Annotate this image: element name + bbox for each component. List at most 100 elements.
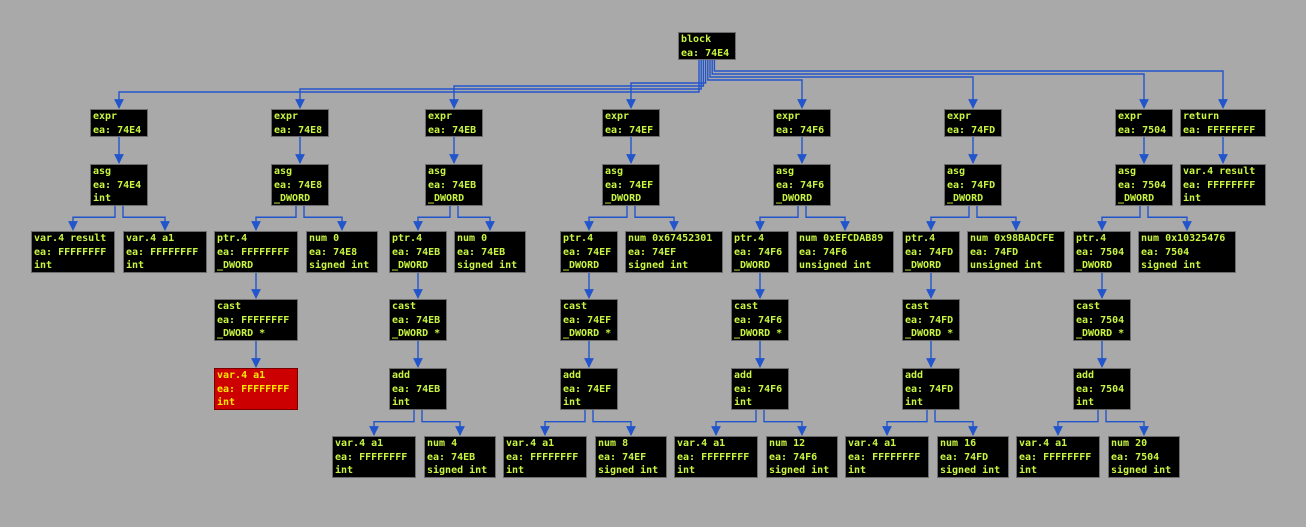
edge-asg2-to-num2 [303, 206, 347, 231]
node-label-line: cast [217, 301, 242, 312]
node-label-line: add [1076, 370, 1095, 381]
node-label-line: ea: 74FD [947, 179, 996, 191]
edge-asg3-to-num3 [457, 206, 495, 231]
node-label-line: ea: 7504 [1118, 179, 1167, 191]
node-label-line: ea: FFFFFFFF [1183, 124, 1256, 136]
node-label-line: asg [93, 166, 112, 177]
node-label-line: ea: 74EB [428, 179, 477, 191]
node-label-line: num 0x67452301 [628, 233, 713, 244]
node-label-line: ea: 74FD [905, 383, 954, 395]
node-label-line: ea: 74E4 [93, 124, 142, 136]
node-label-line: _DWORD [734, 260, 771, 272]
node-label-line: unsigned int [799, 260, 872, 272]
node-label-line: ptr.4 [217, 233, 248, 244]
node-label-line: ea: 74EF [605, 179, 654, 191]
node-label-line: ea: 74EB [427, 451, 476, 463]
node-label-line: ea: 74E8 [274, 179, 323, 191]
node-label-line: ea: FFFFFFFF [126, 246, 199, 258]
edge-block-to-expr4 [626, 60, 707, 109]
node-label-line: cast [392, 301, 417, 312]
node-label-line: ea: 7504 [1118, 124, 1167, 136]
node-label-line: cast [1076, 301, 1101, 312]
node-label-line: int [1019, 465, 1038, 477]
node-label-line: ea: FFFFFFFF [217, 383, 290, 395]
node-label-line: ptr.4 [905, 233, 936, 244]
node-label-line: ptr.4 [563, 233, 594, 244]
node-label-line: int [392, 397, 411, 409]
node-label-line: _DWORD * [1076, 328, 1125, 340]
node-label-line: ea: 74FD [905, 314, 954, 326]
node-label-line: expr [428, 111, 453, 122]
node-label-line: ea: 7504 [1111, 451, 1160, 463]
node-label-line: var.4 a1 [217, 370, 266, 381]
edge-add7-to-var_a1_7 [1053, 410, 1099, 436]
node-label-line: ea: 74F6 [769, 451, 818, 463]
node-label-line: _DWORD [905, 260, 942, 272]
node-label-line: signed int [457, 260, 518, 272]
node-label-line: _DWORD [1076, 260, 1113, 272]
node-label-line: cast [563, 301, 588, 312]
edge-block-to-return8 [713, 60, 1228, 109]
node-label-line: signed int [309, 260, 370, 272]
node-label-line: ea: 74FD [947, 124, 996, 136]
node-label-line: ea: FFFFFFFF [335, 451, 408, 463]
node-label-line: asg [1118, 166, 1137, 177]
node-label-line: int [1076, 397, 1095, 409]
node-label-line: ea: 74EB [392, 383, 441, 395]
